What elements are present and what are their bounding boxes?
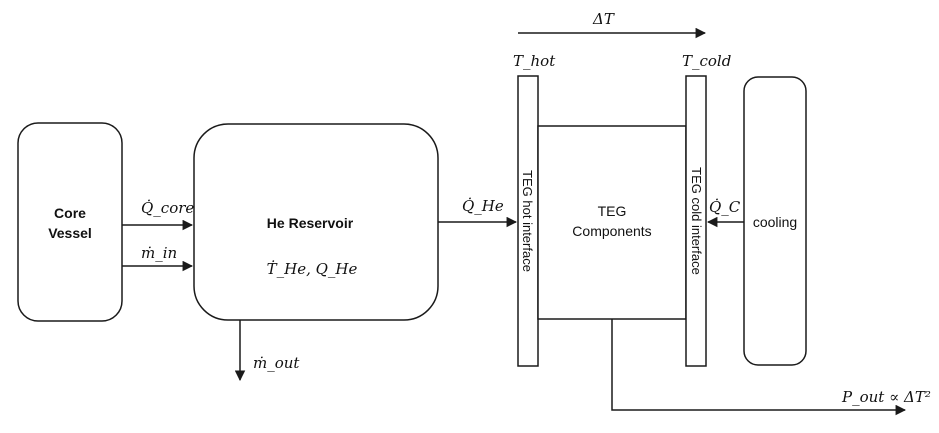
cooling-node: cooling	[743, 76, 807, 366]
teg-components-label-line1: TEG	[598, 203, 627, 219]
he-reservoir-state: Ṫ_He, Q_He	[267, 260, 358, 278]
cooling-label: cooling	[753, 214, 797, 230]
t-cold-label: T_cold	[682, 52, 731, 70]
core-vessel-node: Core Vessel	[17, 122, 123, 322]
he-reservoir-title: He Reservoir	[267, 215, 354, 231]
m-out-label: ṁ_out	[253, 354, 300, 372]
core-vessel-label-line1: Core	[54, 205, 86, 221]
m-in-label: ṁ_in	[141, 244, 177, 262]
teg-cold-interface-node: TEG cold interface	[685, 75, 707, 367]
teg-hot-interface-node: TEG hot interface	[517, 75, 539, 367]
teg-components-label-line2: Components	[572, 223, 651, 239]
power-output-arrow	[611, 319, 907, 416]
q-c-label: Q̇_C	[709, 198, 741, 216]
he-reservoir-node: He Reservoir Ṫ_He, Q_He	[193, 123, 439, 321]
teg-cold-interface-label: TEG cold interface	[689, 167, 704, 275]
q-core-label: Q̇_core	[141, 199, 194, 217]
t-hot-label: T_hot	[513, 52, 556, 70]
delta-t-label: ΔT	[592, 10, 615, 28]
core-vessel-label-line2: Vessel	[48, 225, 92, 241]
power-output-label: P_out ∝ ΔT²	[841, 388, 931, 406]
teg-components-node: TEG Components	[537, 125, 687, 320]
teg-hot-interface-label: TEG hot interface	[520, 170, 535, 272]
q-he-label: Q̇_He	[462, 197, 504, 215]
